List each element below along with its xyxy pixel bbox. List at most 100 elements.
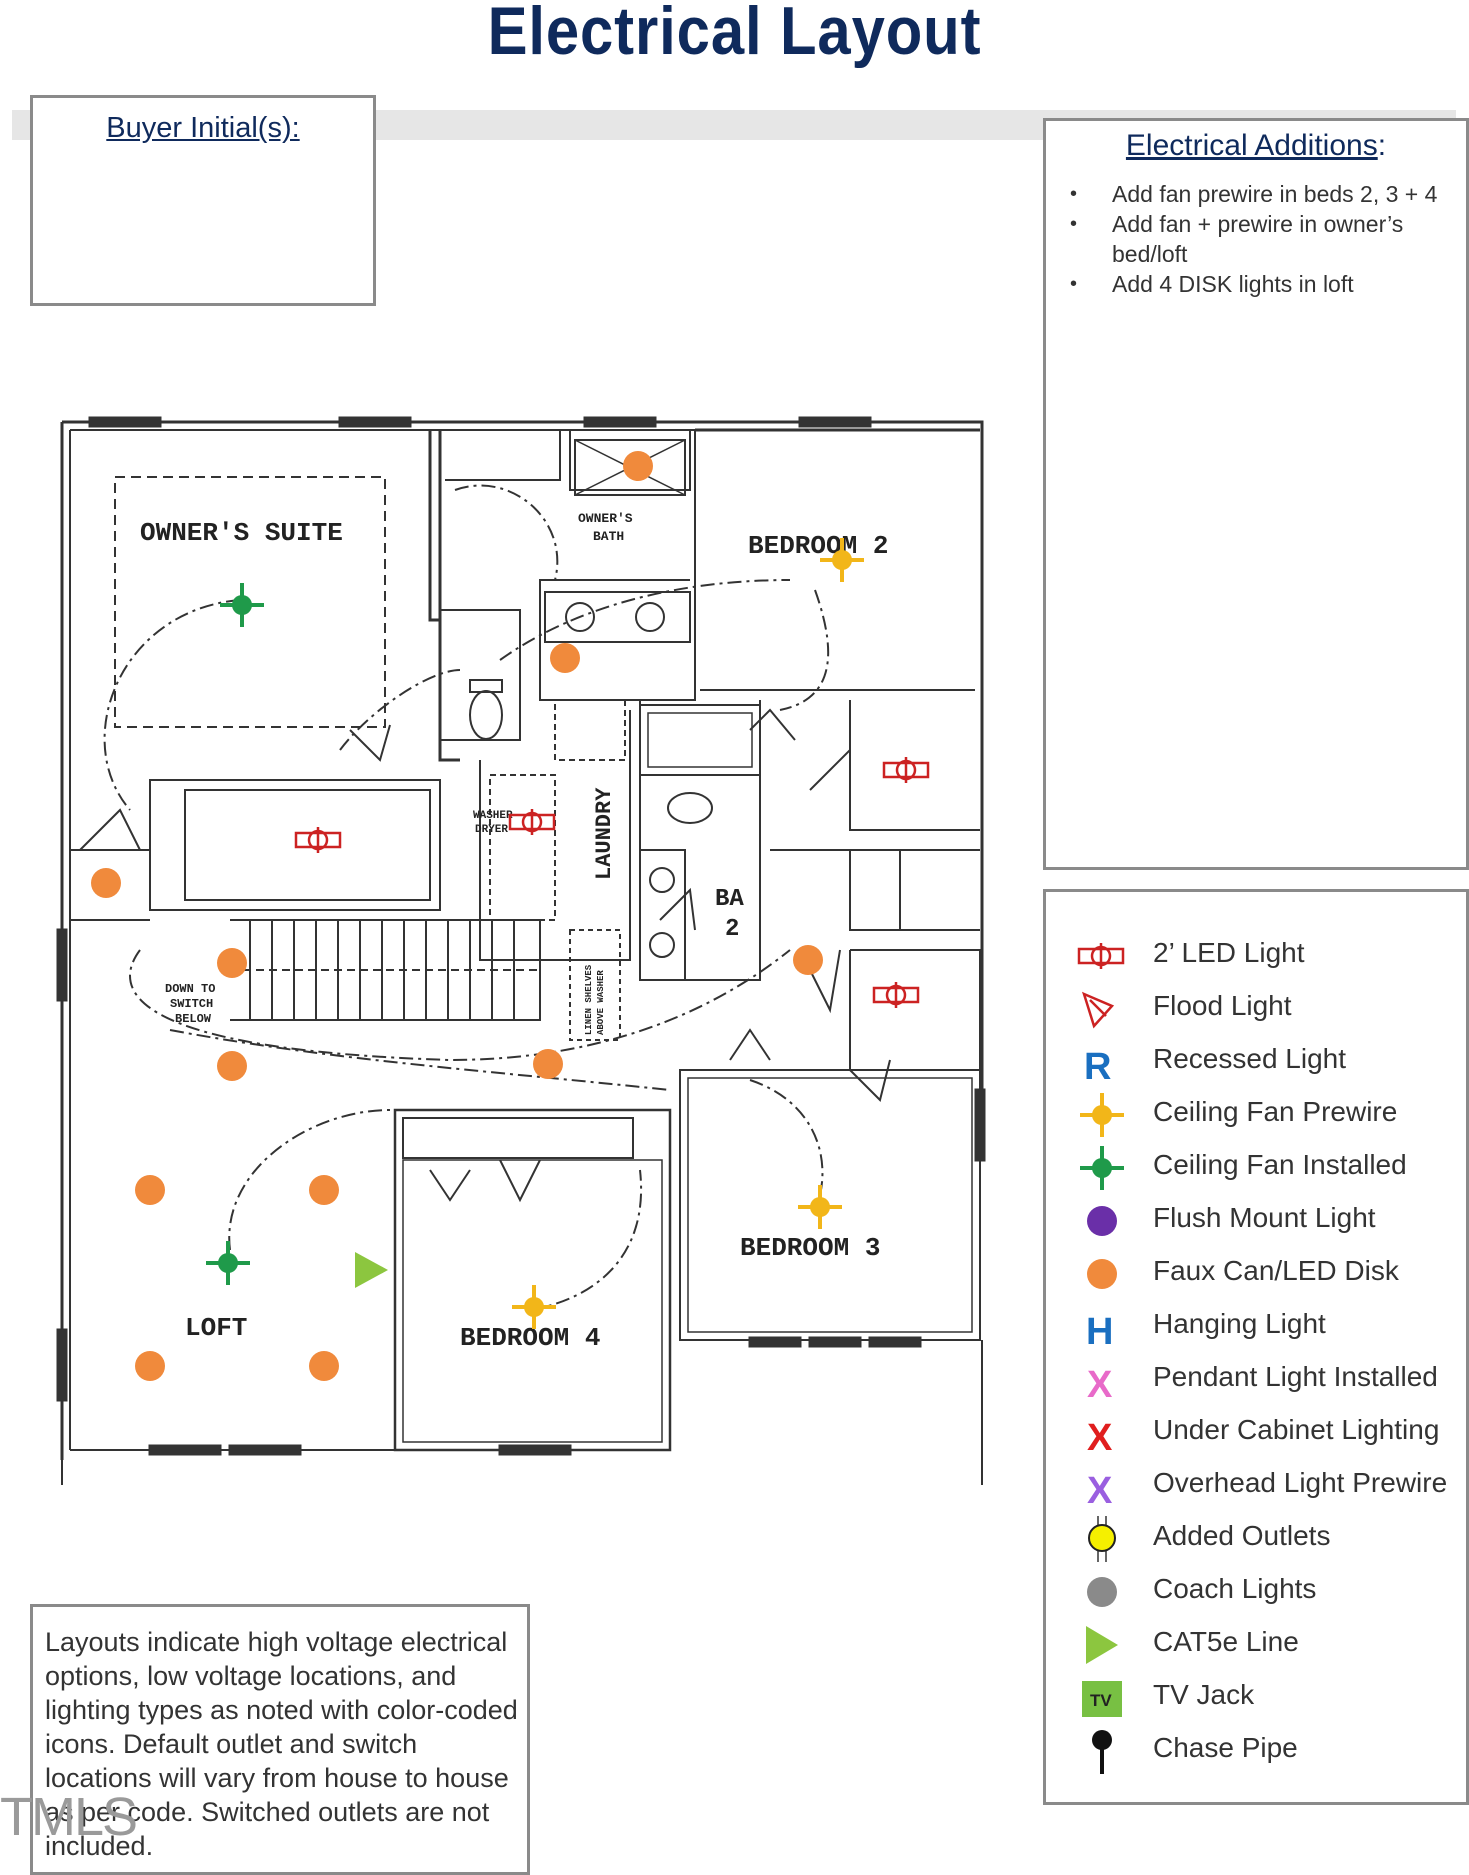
legend-row: TV TV Jack [1046, 1671, 1466, 1725]
ceiling-fan-prewire-icon [512, 1285, 556, 1329]
ceiling-fan-installed-icon [1080, 1146, 1124, 1190]
window [56, 928, 68, 1002]
window [338, 416, 412, 428]
sink [635, 602, 665, 632]
stair-note: DOWN TO [165, 982, 215, 996]
shower [574, 439, 686, 496]
plan-wall [438, 430, 460, 762]
linen-shelves [569, 929, 621, 1041]
svg-text:X: X [1087, 1417, 1113, 1456]
led-light-icon [1077, 943, 1125, 969]
ceiling-fan-prewire-icon [798, 1185, 842, 1229]
plan-wall [849, 850, 980, 931]
window [56, 1328, 68, 1402]
legend-row: X Under Cabinet Lighting [1046, 1406, 1466, 1460]
legend-row: R Recessed Light [1046, 1035, 1466, 1089]
plan-wall [393, 1108, 672, 1452]
mls-watermark: TMLS [0, 1787, 138, 1847]
cat5e-line-icon [355, 1252, 388, 1288]
page-title: Electrical Layout [487, 0, 982, 69]
window [868, 1336, 922, 1348]
legend-row: X Pendant Light Installed [1046, 1353, 1466, 1407]
room-label-loft: LOFT [185, 1313, 247, 1343]
floor-plan: OWNER'S SUITE BEDROOM 2 BEDROOM 3 BEDROO… [56, 416, 986, 1485]
plan-wall [849, 700, 980, 831]
legend-row: Faux Can/LED Disk [1046, 1247, 1466, 1301]
switch-leg [779, 589, 830, 711]
legend-label: Under Cabinet Lighting [1153, 1414, 1440, 1445]
room-label-laundry: LAUNDRY [592, 787, 617, 880]
washer-dryer-label: WASHER [473, 810, 513, 822]
laundry-shelf [554, 699, 626, 761]
hanging-light-icon: H [1086, 1311, 1113, 1350]
legend-label: 2’ LED Light [1153, 937, 1305, 968]
window [148, 1444, 222, 1456]
legend-row: Ceiling Fan Prewire [1046, 1088, 1466, 1142]
faux-can-led-disk-icon [217, 1051, 247, 1081]
faux-can-led-disk-icon [309, 1175, 339, 1205]
faux-can-led-disk-icon [91, 868, 121, 898]
flood-light-icon [1081, 991, 1115, 1029]
linen-note: LINEN SHELVES [584, 964, 594, 1035]
room-label-ba2-number: 2 [725, 916, 739, 943]
switch-leg [454, 484, 559, 581]
bedroom4-closet [402, 1117, 634, 1159]
bathtub-inner [647, 712, 753, 768]
plan-wall [849, 949, 981, 1071]
stair-note-2: SWITCH [170, 997, 213, 1011]
legend-label: Overhead Light Prewire [1153, 1467, 1448, 1498]
led-light-icon [508, 809, 556, 835]
switch-leg [499, 579, 791, 661]
window [228, 1444, 302, 1456]
fixtures [91, 451, 930, 1381]
linen-note-2: ABOVE WASHER [596, 970, 606, 1035]
svg-text:X: X [1087, 1470, 1113, 1509]
legend-label: Ceiling Fan Prewire [1153, 1096, 1398, 1127]
plan-wall [679, 1069, 981, 1341]
legend-label: Coach Lights [1153, 1573, 1317, 1604]
window [974, 1088, 986, 1162]
faux-can-led-disk-icon [135, 1175, 165, 1205]
room-label-owners-bath: OWNER'S [578, 511, 633, 526]
window [498, 1444, 572, 1456]
plan-wall [569, 430, 691, 491]
svg-text:X: X [1087, 1364, 1113, 1403]
plan-wall [687, 1077, 973, 1333]
sink [649, 867, 675, 893]
faux-can-led-disk-icon [533, 1049, 563, 1079]
fixture-legend: 2’ LED Light Flood Light R Recessed Ligh… [1043, 889, 1469, 1805]
washer-dryer [489, 774, 556, 921]
room-label-bedroom-3: BEDROOM 3 [740, 1233, 880, 1263]
led-light-icon [294, 827, 342, 853]
tv-jack-icon: TV [1082, 1681, 1122, 1717]
plan-wall [61, 1340, 983, 1485]
tray-ceiling-outline [114, 476, 386, 728]
faux-can-led-disk-icon [135, 1351, 165, 1381]
electrical-additions-heading: Electrical Additions: [1046, 129, 1466, 163]
cat5e-line-icon [1086, 1626, 1118, 1664]
tv-jack-glyph: TV [1090, 1691, 1112, 1710]
legend-label: Flush Mount Light [1153, 1202, 1376, 1233]
plan-wall [428, 430, 440, 622]
plan-wall [445, 430, 561, 481]
coach-light-icon [1087, 1577, 1117, 1607]
legend-label: Chase Pipe [1153, 1732, 1298, 1763]
plan-wall [149, 779, 441, 911]
switch-leg [228, 1109, 391, 1251]
legend-row: Flood Light [1046, 982, 1466, 1036]
faux-can-led-disk-icon [309, 1351, 339, 1381]
overhead-light-prewire-icon: X [1087, 1470, 1113, 1509]
sink [565, 602, 595, 632]
led-light-icon [882, 757, 930, 783]
ceiling-fan-prewire-icon [820, 538, 864, 582]
buyer-initials-box[interactable]: Buyer Initial(s): [30, 95, 376, 306]
plan-wall [539, 430, 696, 701]
legend-row: H Hanging Light [1046, 1300, 1466, 1354]
switch-leg [749, 1079, 824, 1196]
ceiling-fan-installed-icon [220, 583, 264, 627]
plan-wall [402, 1159, 663, 1443]
switch-leg [529, 1169, 643, 1311]
legend-label: Faux Can/LED Disk [1153, 1255, 1399, 1286]
svg-text:H: H [1086, 1311, 1113, 1350]
faux-can-led-disk-icon [793, 945, 823, 975]
